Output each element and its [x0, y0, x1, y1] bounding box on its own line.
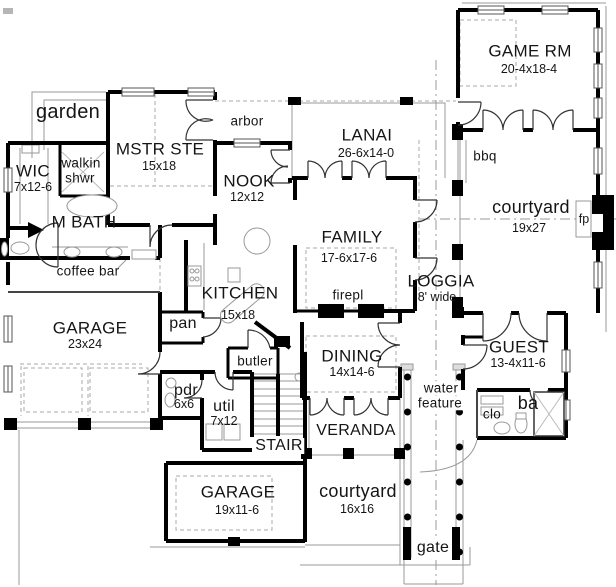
room-label-dining: DINING	[321, 346, 383, 366]
room-dims-kitchen: 15x18	[220, 307, 256, 322]
room-label-game-rm: GAME RM	[488, 41, 572, 61]
room-label-family: FAMILY	[321, 227, 383, 247]
area-label-bbq: bbq	[473, 148, 497, 164]
room-dims-nook: 12x12	[229, 189, 265, 204]
room-label-loggia: LOGGIA	[407, 271, 475, 291]
area-dims-courtyard-south: 16x16	[339, 501, 375, 516]
area-label-courtyard-south: courtyard	[319, 481, 397, 501]
room-label-garage-small: GARAGE	[200, 482, 276, 502]
room-dims-game-rm: 20-4x18-4	[500, 61, 558, 76]
water-feature-columns	[404, 373, 463, 556]
room-label-butler: butler	[237, 353, 273, 369]
room-label-clo: clo	[482, 406, 502, 422]
fireplace-east	[575, 200, 603, 238]
room-dims-pdr: 6x6	[173, 396, 195, 411]
room-dims-dining: 14x14-6	[329, 364, 375, 379]
label-feature: feature	[415, 395, 465, 411]
area-label-courtyard-east: courtyard	[492, 197, 570, 217]
room-label-stair: STAIR	[253, 437, 305, 454]
room-dims-mstr-ste: 15x18	[141, 158, 177, 173]
room-label-kitchen: KITCHEN	[201, 283, 279, 303]
dashed-lines	[20, 19, 517, 531]
room-dims-util: 7x12	[210, 413, 238, 428]
area-dims-courtyard-east: 19x27	[511, 220, 547, 235]
room-label-garage-main: GARAGE	[52, 318, 128, 338]
room-label-ba: ba	[517, 393, 539, 413]
centerlines	[420, 60, 616, 585]
window-midlines	[7, 9, 599, 420]
room-label-pantry: pan	[169, 315, 197, 332]
room-label-nook: NOOK	[223, 171, 275, 191]
room-label-lanai: LANAI	[341, 125, 393, 145]
label-gate: gate	[414, 539, 452, 556]
label-fireplace-family: firepl	[330, 287, 366, 303]
room-dims-lanai: 26-6x14-0	[337, 145, 395, 160]
room-label-mstr-ste: MSTR STE	[115, 139, 205, 159]
room-label-util: util	[213, 398, 235, 415]
fixtures	[1, 151, 565, 441]
room-dims-garage-main: 23x24	[67, 336, 103, 351]
room-dims-wic: 7x12-6	[13, 179, 53, 194]
room-label-shwr: shwr	[65, 170, 95, 186]
room-label-walkin: walkin	[61, 155, 101, 171]
room-dims-garage-small: 19x11-6	[214, 502, 260, 517]
walls-thin	[8, 291, 478, 438]
room-dims-guest: 13-4x11-6	[490, 355, 546, 370]
label-fireplace-east: fp	[578, 211, 590, 226]
room-label-guest: GUEST	[488, 337, 550, 357]
label-coffee-bar: coffee bar	[56, 263, 120, 279]
door-swings	[35, 99, 574, 416]
room-dims-family: 17-6x17-6	[320, 250, 378, 265]
room-label-m-bath: M BATH	[51, 212, 117, 232]
room-label-wic: WIC	[16, 161, 50, 181]
room-label-garden: garden	[35, 101, 101, 123]
label-water: water	[421, 380, 461, 396]
room-label-pdr: pdr	[173, 382, 199, 399]
area-label-veranda: VERANDA	[316, 422, 396, 439]
area-label-arbor: arbor	[230, 113, 264, 129]
room-dims-loggia: 8' wide	[417, 289, 457, 304]
